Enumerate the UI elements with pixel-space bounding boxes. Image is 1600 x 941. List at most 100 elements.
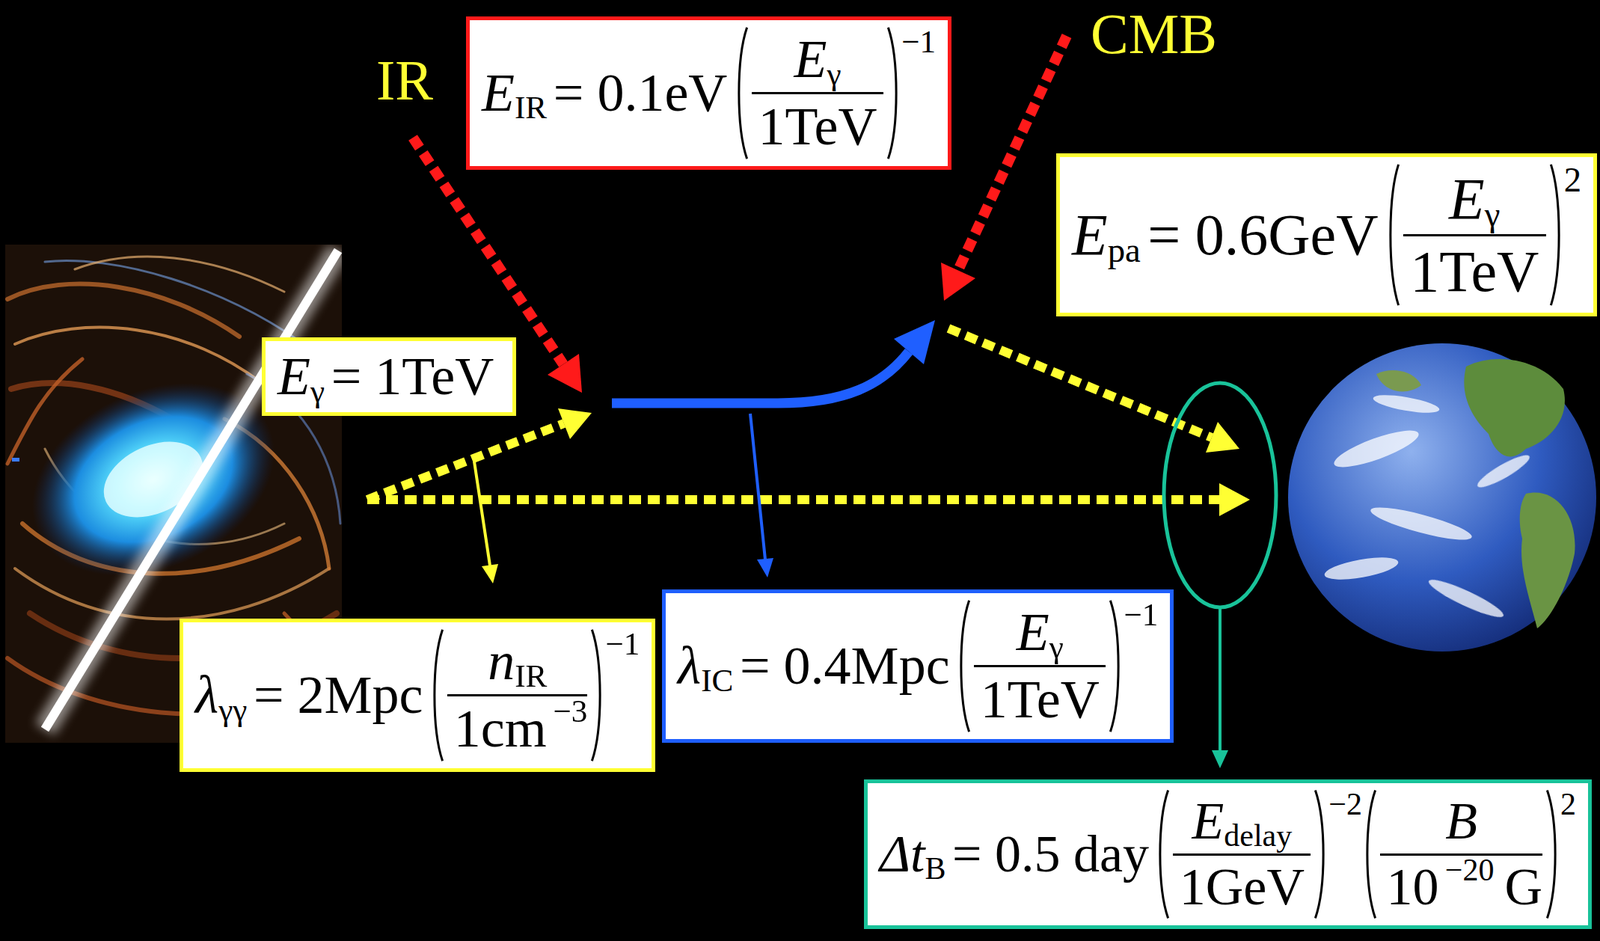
fraction-bar — [973, 664, 1106, 668]
formula-term: pa — [1107, 230, 1141, 271]
paren-content: Edelay1GeV — [1171, 791, 1313, 918]
photon-field-label: IR — [376, 51, 434, 109]
formula-term: −1 — [1123, 596, 1158, 634]
parenthesis — [1312, 787, 1329, 921]
gamma-ray-arrow — [367, 408, 592, 500]
formula-term: IC — [700, 661, 734, 700]
formula-term: E — [1448, 165, 1485, 233]
formula-term: 10 — [1386, 857, 1439, 918]
formula-term: E — [1071, 201, 1108, 269]
paren-content: nIR1cm−3 — [445, 630, 589, 760]
formula-term: 1TeV — [758, 95, 878, 158]
fraction: nIR1cm−3 — [447, 630, 588, 760]
formula-term: γ — [827, 55, 842, 93]
fraction-bar — [1172, 853, 1311, 856]
formula-term: γγ — [218, 691, 247, 729]
fraction: Eγ1TeV — [973, 601, 1106, 731]
formula-term: 2 — [1564, 160, 1582, 201]
formula-term: γ — [310, 372, 325, 410]
numerator: Eγ — [1016, 601, 1064, 664]
fraction: Eγ1TeV — [1403, 165, 1547, 305]
denominator: 1TeV — [973, 668, 1106, 731]
formula-term: −1 — [901, 23, 936, 61]
paren-content: Eγ1TeV — [972, 601, 1108, 731]
paren-group: nIR1cm−3 — [429, 626, 606, 764]
formula-term: E — [1016, 601, 1050, 664]
paren-content: Eγ1TeV — [1401, 165, 1548, 305]
formula-term: −1 — [605, 625, 640, 663]
numerator: nIR — [487, 630, 547, 693]
direct-gamma-arrow — [367, 483, 1250, 517]
photon-field-label: CMB — [1090, 5, 1218, 63]
numerator: Edelay — [1192, 791, 1293, 852]
parenthesis — [588, 626, 606, 764]
fraction-bar — [751, 92, 884, 95]
formula-term: IR — [514, 89, 547, 127]
formula-term: 1GeV — [1179, 857, 1305, 918]
parenthesis — [1154, 787, 1172, 921]
formula-term: = 0.4Mpc — [739, 635, 950, 698]
parenthesis — [955, 597, 973, 735]
numerator: B — [1445, 791, 1478, 852]
formula-term: n — [487, 630, 515, 693]
formula-box: Epa= 0.6GeV Eγ1TeV 2 — [1056, 153, 1598, 317]
denominator: 1cm−3 — [447, 697, 588, 760]
formula-box: ΔtB= 0.5 dayEdelay1GeV−2B10−20G2 — [863, 779, 1592, 930]
paren-content: Eγ1TeV — [750, 28, 885, 158]
formula-term: = 0.6GeV — [1147, 201, 1378, 269]
fraction-bar — [1403, 234, 1547, 237]
formula-term: G — [1505, 857, 1544, 918]
formula-term: IR — [514, 657, 547, 695]
formula-term: E — [794, 28, 828, 91]
cmb-photon-arrow — [941, 35, 1067, 301]
formula-term: 1TeV — [1410, 237, 1539, 306]
formula-term: B — [925, 850, 947, 887]
leader-arrow — [474, 461, 499, 584]
formula-term: B — [1445, 791, 1478, 852]
formula-box: λIC= 0.4Mpc Eγ1TeV −1 — [661, 589, 1174, 743]
formula-term: γ — [1484, 194, 1501, 235]
formula-term: E — [1192, 791, 1225, 852]
arrival-ellipse — [1163, 382, 1277, 769]
fraction: Eγ1TeV — [751, 28, 884, 158]
pair-path-arrow — [611, 320, 936, 404]
denominator: 1TeV — [1403, 237, 1547, 306]
earth — [1288, 343, 1597, 652]
paren-group: Eγ1TeV — [955, 597, 1124, 735]
denominator: 1GeV — [1172, 857, 1311, 918]
parenthesis — [733, 24, 751, 162]
formula-term: = 1TeV — [331, 345, 495, 408]
parenthesis — [1547, 161, 1565, 309]
leader-arrow — [750, 413, 774, 578]
formula-term: λ — [195, 664, 219, 727]
delayed-gamma-arrow — [948, 328, 1240, 453]
parenthesis — [1543, 787, 1561, 921]
formula-term: 1TeV — [980, 668, 1100, 731]
formula-box: λγγ= 2Mpc nIR1cm−3 −1 — [179, 618, 656, 772]
parenthesis — [1107, 597, 1124, 735]
paren-group: Eγ1TeV — [733, 24, 902, 162]
formula-term: E — [481, 62, 515, 125]
formula-term: Δt — [879, 824, 926, 885]
paren-group: Eγ1TeV — [1385, 161, 1565, 309]
formula-box: EIR= 0.1eVEγ1TeV−1 — [466, 16, 952, 170]
parenthesis — [1385, 161, 1402, 309]
formula-box: Eγ= 1TeV — [261, 337, 517, 416]
formula-term: 1cm — [454, 697, 547, 760]
formula-term: E — [277, 345, 311, 408]
denominator: 10−20G — [1380, 857, 1543, 918]
formula-term: γ — [1049, 628, 1064, 666]
numerator: Eγ — [794, 28, 842, 91]
formula-term: −20 — [1445, 851, 1495, 888]
paren-group: Edelay1GeV — [1154, 787, 1329, 921]
paren-content: B10−20G — [1378, 791, 1544, 918]
parenthesis — [884, 24, 902, 162]
parenthesis — [429, 626, 446, 764]
paren-group: B10−20G — [1362, 787, 1561, 921]
formula-term: = 2Mpc — [253, 664, 424, 727]
formula-term: λ — [677, 635, 701, 698]
denominator: 1TeV — [751, 95, 884, 158]
numerator: Eγ — [1448, 165, 1500, 233]
fraction: B10−20G — [1380, 791, 1543, 918]
